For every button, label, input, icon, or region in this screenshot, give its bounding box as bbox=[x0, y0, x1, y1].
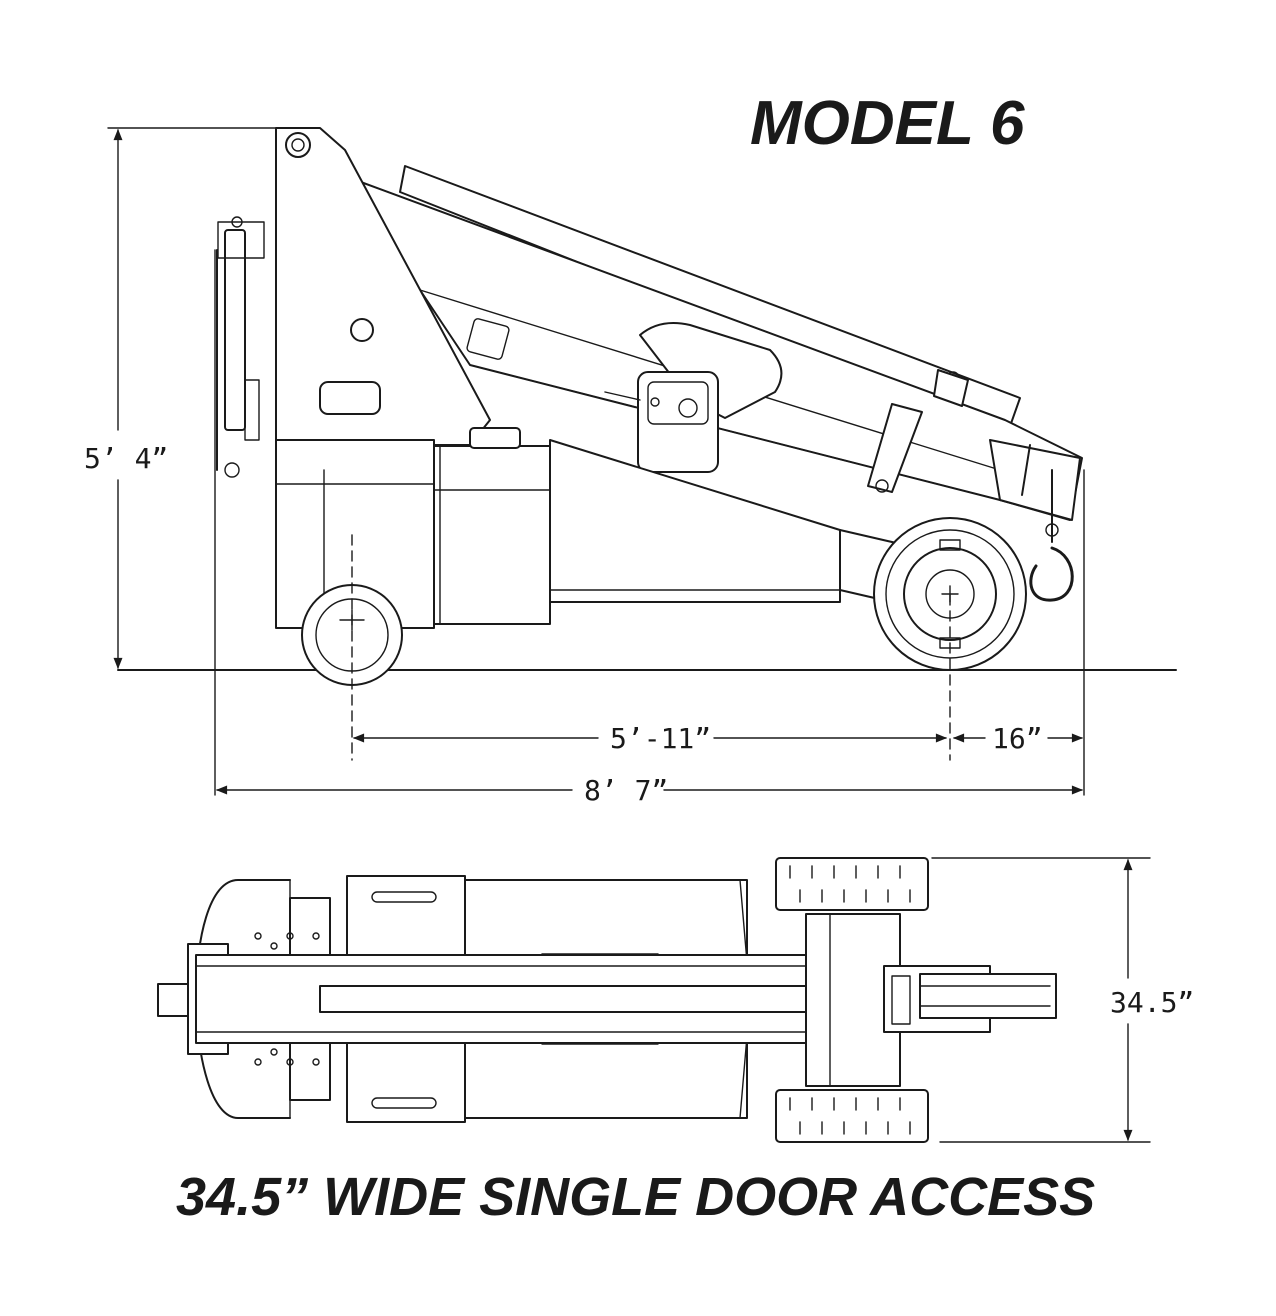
wheelbase-dimension: 5’-11” bbox=[352, 722, 948, 755]
control-box bbox=[466, 318, 783, 473]
left-front-tire bbox=[775, 857, 929, 911]
hook-icon bbox=[1029, 469, 1074, 602]
right-battery-box bbox=[346, 1041, 466, 1123]
boom-cylinder bbox=[319, 985, 833, 1013]
width-dimension: 34.5” bbox=[931, 857, 1194, 1143]
height-dimension-label: 5’ 4” bbox=[84, 442, 168, 475]
side-view: 5’ 4” 5’-11” 16” 8’ 7” bbox=[84, 127, 1177, 807]
overhang-dimension: 16” bbox=[952, 722, 1084, 755]
wheelbase-dimension-label: 5’-11” bbox=[610, 722, 711, 755]
front-wheel bbox=[873, 517, 1027, 671]
overhang-dimension-label: 16” bbox=[992, 722, 1043, 755]
top-view: 34.5” bbox=[157, 857, 1194, 1143]
caption: 34.5” WIDE SINGLE DOOR ACCESS bbox=[176, 1167, 1096, 1227]
left-battery-box bbox=[346, 875, 466, 957]
length-dimension: 8’ 7” bbox=[215, 774, 1084, 807]
width-dimension-label: 34.5” bbox=[1110, 986, 1194, 1019]
height-dimension: 5’ 4” bbox=[84, 127, 277, 670]
stabilizer-jack bbox=[216, 216, 265, 478]
model-title: MODEL 6 bbox=[750, 89, 1025, 158]
right-front-tire bbox=[775, 1089, 929, 1143]
length-dimension-label: 8’ 7” bbox=[584, 774, 668, 807]
